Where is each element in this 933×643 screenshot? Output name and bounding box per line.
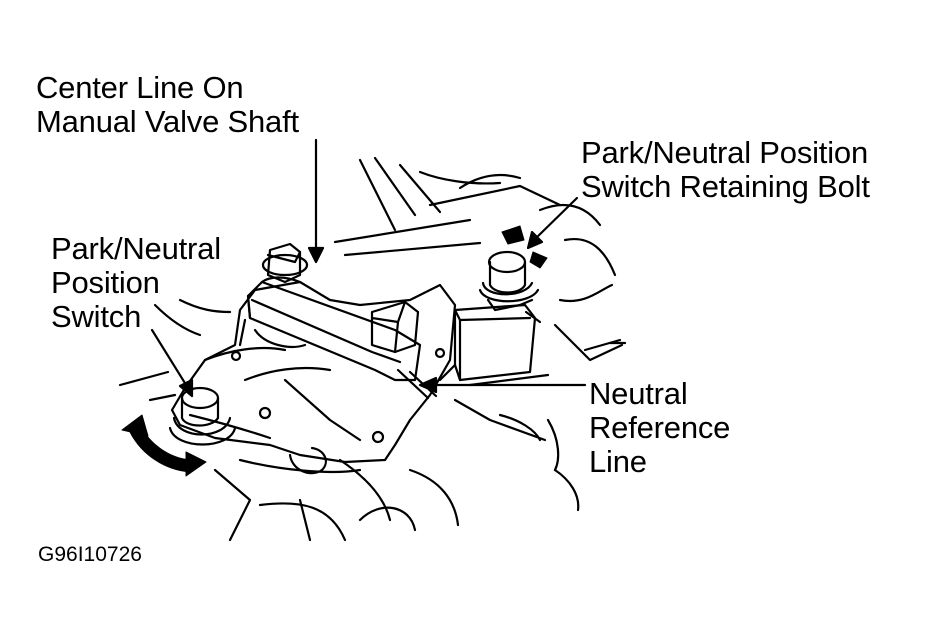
figure-code: G96I10726 [38, 543, 142, 566]
neutral-reference-marks [396, 310, 542, 400]
shaft-nut [261, 242, 309, 284]
rotation-arrow-right [501, 225, 548, 269]
switch-body [170, 280, 457, 475]
label-neutral-reference: Neutral Reference Line [589, 377, 730, 479]
label-pn-switch-line1: Park/Neutral [51, 231, 221, 266]
housing-background-lines [118, 156, 627, 542]
label-pn-switch-line3: Switch [51, 299, 142, 334]
label-neutral-reference-line1: Neutral [589, 376, 688, 411]
label-neutral-reference-line3: Line [589, 444, 647, 479]
callout-retaining-bolt-leader [526, 196, 579, 250]
label-neutral-reference-line2: Reference [589, 410, 731, 445]
callout-switch-leader [150, 328, 194, 398]
rotation-arrow-left [121, 414, 207, 477]
label-center-line: Center Line On Manual Valve Shaft [36, 71, 299, 139]
label-retaining-bolt-line1: Park/Neutral Position [581, 135, 868, 170]
switch-connector [438, 303, 537, 382]
callout-centerline-leader [307, 138, 325, 264]
label-pn-switch-line2: Position [51, 265, 160, 300]
label-retaining-bolt-line2: Switch Retaining Bolt [581, 169, 870, 204]
label-center-line-line1: Center Line On [36, 70, 244, 105]
retaining-bolt-right [478, 250, 540, 312]
label-retaining-bolt: Park/Neutral Position Switch Retaining B… [581, 136, 870, 204]
label-pn-switch: Park/Neutral Position Switch [51, 232, 221, 334]
label-center-line-line2: Manual Valve Shaft [36, 104, 299, 139]
manual-valve-lever [246, 276, 422, 382]
retaining-bolt-left [168, 386, 237, 446]
